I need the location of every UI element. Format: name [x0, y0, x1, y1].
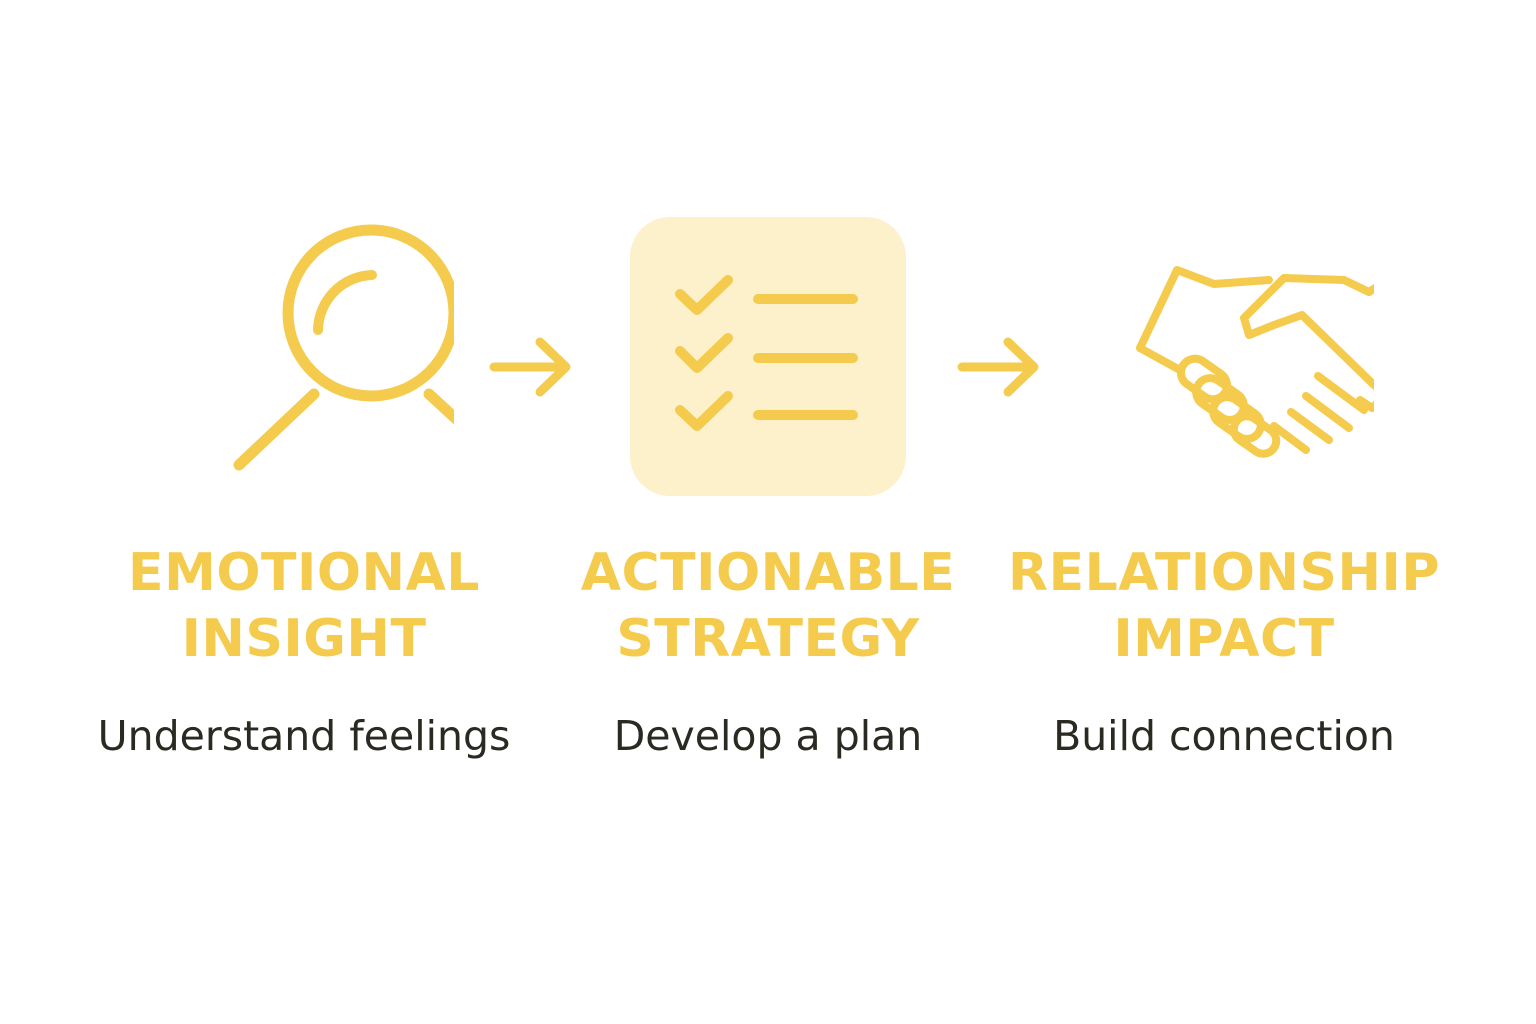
- step-actionable-strategy: ACTIONABLE STRATEGY Develop a plan: [548, 200, 988, 760]
- magnifying-glass-icon: [154, 200, 454, 500]
- step-title: ACTIONABLE STRATEGY: [581, 540, 955, 672]
- step-title-line: ACTIONABLE: [580, 543, 956, 603]
- step-description: Understand feelings: [97, 712, 511, 760]
- checklist-icon: [630, 217, 906, 496]
- arrow-right-icon: [957, 337, 1039, 397]
- arrow-right-icon: [489, 337, 571, 397]
- handshake-icon: [1074, 200, 1374, 500]
- checklist-card: [618, 200, 918, 500]
- step-title-line: STRATEGY: [616, 609, 920, 669]
- step-title-line: INSIGHT: [181, 609, 427, 669]
- step-title-line: EMOTIONAL: [128, 543, 480, 603]
- step-relationship-impact: RELATIONSHIP IMPACT Build connection: [1004, 200, 1444, 760]
- step-description: Build connection: [1053, 712, 1395, 760]
- step-emotional-insight: EMOTIONAL INSIGHT Understand feelings: [84, 200, 524, 760]
- step-description: Develop a plan: [613, 712, 923, 760]
- step-title-line: IMPACT: [1113, 609, 1335, 669]
- step-title: RELATIONSHIP IMPACT: [1008, 540, 1440, 672]
- step-title: EMOTIONAL INSIGHT: [128, 540, 480, 672]
- step-title-line: RELATIONSHIP: [1008, 543, 1440, 603]
